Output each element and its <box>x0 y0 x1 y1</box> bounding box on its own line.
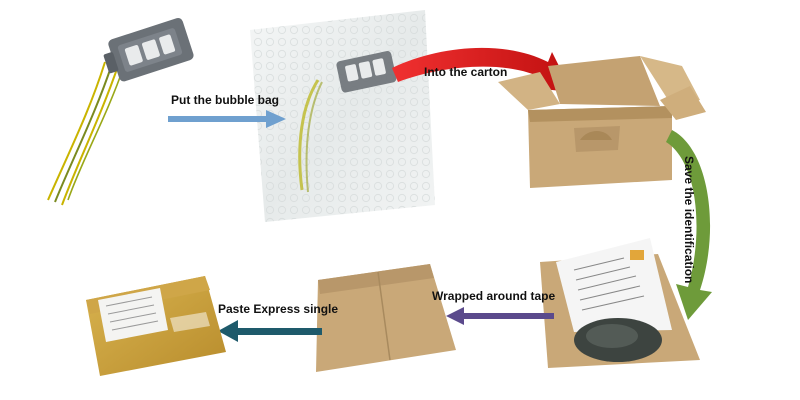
arrow-wrapped-tape <box>446 307 554 325</box>
label-into-carton: Into the carton <box>424 65 508 79</box>
arrow-save-identification <box>666 130 712 320</box>
label-put-bubble-bag: Put the bubble bag <box>171 93 279 107</box>
label-paste-express: Paste Express single <box>218 302 339 316</box>
bubble-bag-image <box>250 10 435 222</box>
arrow-into-carton <box>392 47 572 92</box>
arrow-paste-express <box>218 320 322 342</box>
taped-parcel-image <box>86 276 226 376</box>
open-carton-image <box>498 56 706 188</box>
closed-carton-image <box>316 264 456 372</box>
carton-with-identification-image <box>540 238 700 368</box>
connector-with-wires-image <box>47 18 194 206</box>
arrow-bubble-bag <box>168 110 286 128</box>
label-save-identification: Save the identification <box>682 156 696 284</box>
label-wrapped-tape: Wrapped around tape <box>432 289 556 303</box>
